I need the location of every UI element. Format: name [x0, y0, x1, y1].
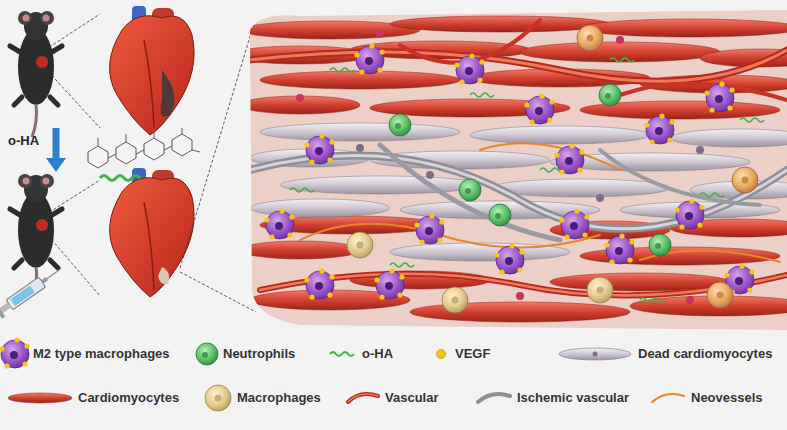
legend-text: Dead cardiomyocytes	[638, 346, 772, 362]
legend-swatch	[437, 350, 446, 359]
legend-text: VEGF	[455, 346, 490, 362]
drug-label: o-HA	[8, 133, 39, 149]
legend-text: Macrophages	[237, 390, 321, 406]
legend-text: Neutrophils	[223, 346, 295, 362]
legend-text: Neovessels	[691, 390, 763, 406]
legend-text: o-HA	[362, 346, 393, 362]
legend-text: Cardiomyocytes	[78, 390, 179, 406]
legend-text: M2 type macrophages	[33, 346, 170, 362]
legend-text: Vascular	[385, 390, 439, 406]
legend-text: Ischemic vascular	[517, 390, 629, 406]
